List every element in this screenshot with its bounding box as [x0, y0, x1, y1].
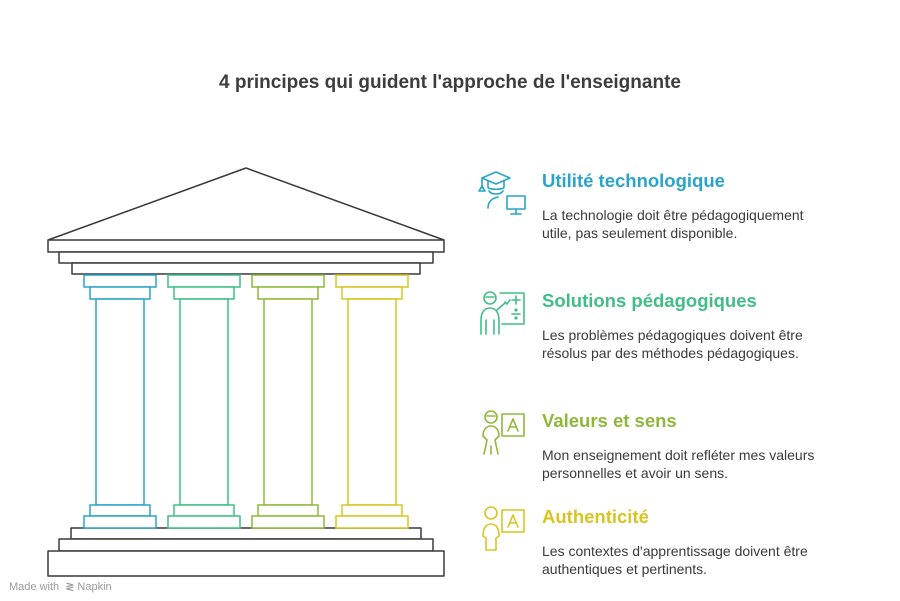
principle-heading: Utilité technologique — [542, 170, 725, 191]
column-olive — [251, 274, 325, 529]
temple-base-step-2 — [58, 538, 434, 552]
temple-upper-beam — [58, 251, 434, 264]
graduate-computer-icon — [478, 171, 526, 215]
principle-heading: Valeurs et sens — [542, 410, 677, 431]
principle-description: Les problèmes pédagogiques doivent être … — [542, 327, 803, 361]
principle-description: La technologie doit être pédagogiquement… — [542, 207, 804, 241]
principle-heading: Solutions pédagogiques — [542, 290, 757, 311]
principle-description: Les contextes d'apprentissage doivent êt… — [542, 543, 808, 577]
temple-illustration — [47, 167, 445, 577]
made-with-napkin-footer: Made with ≷Napkin — [9, 580, 112, 593]
person-letter-board-icon — [482, 410, 525, 455]
column-green — [167, 274, 241, 529]
column-yellow — [335, 274, 409, 529]
principle-description: Mon enseignement doit refléter mes valeu… — [542, 447, 815, 481]
napkin-brand-label: Napkin — [77, 581, 112, 593]
page-title: 4 principes qui guident l'approche de l'… — [219, 72, 681, 93]
teacher-math-board-icon — [480, 291, 525, 335]
person-letter-board-icon — [482, 506, 525, 551]
temple-columns — [83, 274, 409, 529]
made-with-label: Made with — [9, 581, 60, 593]
temple-base-step-3 — [47, 550, 445, 577]
temple-lower-beam — [71, 262, 421, 275]
napkin-logo-icon: ≷ — [65, 581, 75, 593]
temple-base-step-1 — [70, 527, 422, 540]
principle-heading: Authenticité — [542, 506, 649, 527]
column-blue — [83, 274, 157, 529]
